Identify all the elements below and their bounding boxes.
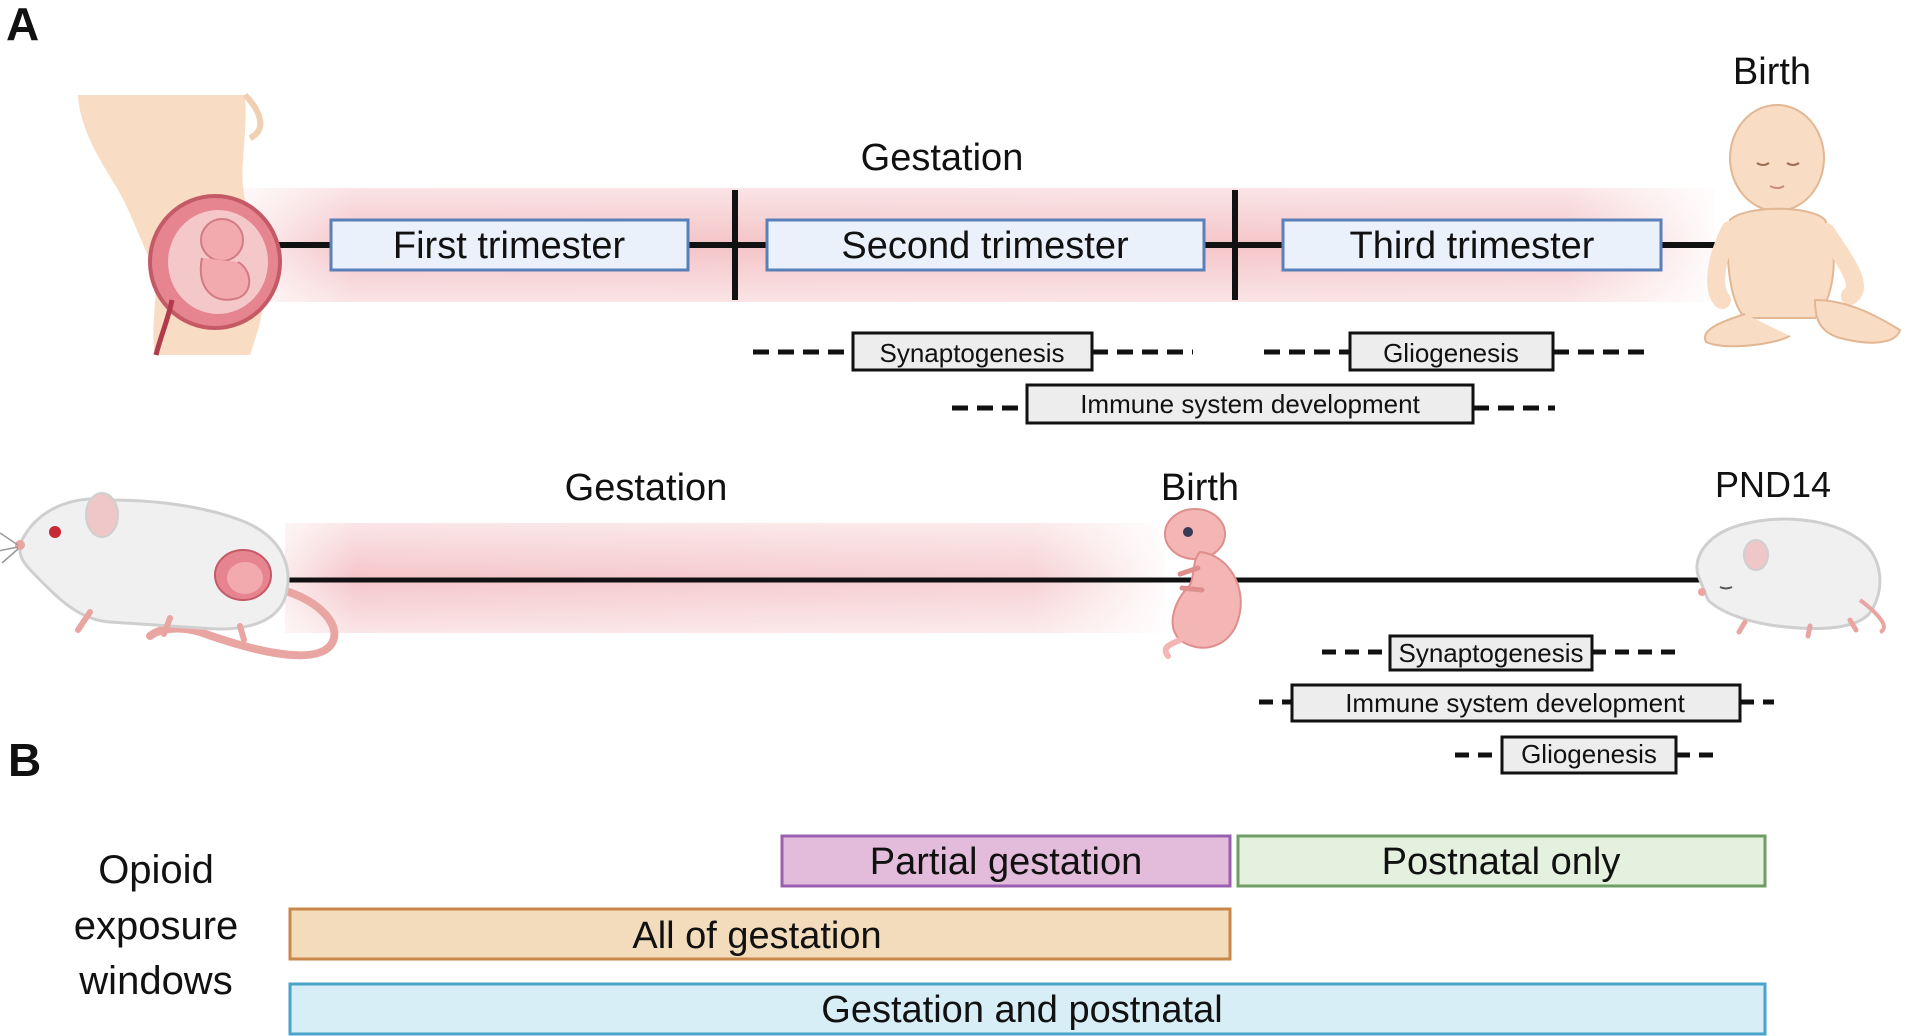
- first-trimester-box: [329, 218, 690, 272]
- human-gliogenesis-box: [1348, 331, 1555, 372]
- mouse-gestation-label: Gestation: [565, 467, 728, 509]
- mouse-synaptogenesis-box: [1388, 634, 1594, 672]
- mouse-body-icon: [1695, 517, 1882, 630]
- exposure-title-line-3: windows: [78, 959, 232, 1003]
- exposure-windows: Partial gestation Postnatal only All of …: [288, 834, 1767, 1036]
- partial-gestation-label: Partial gestation: [870, 841, 1143, 883]
- postnatal-only-bar: [1236, 834, 1767, 888]
- mouse-eye-icon: [49, 526, 61, 538]
- human-synaptogenesis-box: [851, 331, 1094, 372]
- pnd14-mouse-illustration: [1695, 517, 1886, 639]
- second-trimester-label: Second trimester: [841, 225, 1129, 267]
- gestation-and-postnatal-bar: [288, 982, 1767, 1036]
- mouse-gliogenesis-label: Gliogenesis: [1521, 739, 1657, 769]
- mouse-birth-label: Birth: [1161, 467, 1239, 509]
- panel-label-a: A: [6, 0, 39, 50]
- mouse-immune-label: Immune system development: [1345, 688, 1685, 718]
- mouse-tail-icon: [146, 586, 339, 660]
- baby-head-icon: [1729, 104, 1825, 212]
- pregnant-mouse-illustration: [0, 492, 339, 660]
- panel-label-b: B: [8, 734, 41, 786]
- partial-gestation-bar: [780, 834, 1232, 888]
- mouse-immune-box: [1290, 683, 1742, 723]
- human-gestation-label: Gestation: [861, 137, 1024, 179]
- human-immune-label: Immune system development: [1080, 389, 1420, 419]
- second-trimester-box: [765, 218, 1206, 272]
- third-trimester-label: Third trimester: [1350, 225, 1595, 267]
- baby-illustration: [1703, 104, 1902, 348]
- all-of-gestation-label: All of gestation: [632, 915, 881, 957]
- human-timeline: Gestation Birth First trimester Second t…: [235, 51, 1811, 425]
- mouse-ear-icon: [1743, 539, 1769, 571]
- exposure-title-line-2: exposure: [74, 904, 239, 948]
- all-of-gestation-bar: [288, 907, 1232, 961]
- fetus-icon: [200, 218, 244, 262]
- human-immune-box: [1025, 383, 1475, 425]
- human-gliogenesis-label: Gliogenesis: [1383, 338, 1519, 368]
- newborn-pup-illustration: [1162, 508, 1242, 659]
- mouse-gliogenesis-box: [1500, 735, 1678, 775]
- mouse-synaptogenesis-label: Synaptogenesis: [1398, 638, 1583, 668]
- gestation-and-postnatal-label: Gestation and postnatal: [821, 989, 1222, 1031]
- first-trimester-label: First trimester: [393, 225, 626, 267]
- postnatal-only-label: Postnatal only: [1382, 841, 1621, 883]
- mouse-timeline: Gestation Birth PND14 Synaptogenesis Imm…: [285, 464, 1831, 775]
- human-synaptogenesis-label: Synaptogenesis: [879, 338, 1064, 368]
- mouse-pnd14-label: PND14: [1715, 464, 1831, 505]
- mouse-ear-icon: [85, 492, 119, 538]
- human-birth-label: Birth: [1733, 51, 1811, 93]
- pregnant-woman-illustration: [78, 92, 282, 356]
- exposure-title-line-1: Opioid: [98, 848, 214, 892]
- third-trimester-box: [1281, 218, 1663, 272]
